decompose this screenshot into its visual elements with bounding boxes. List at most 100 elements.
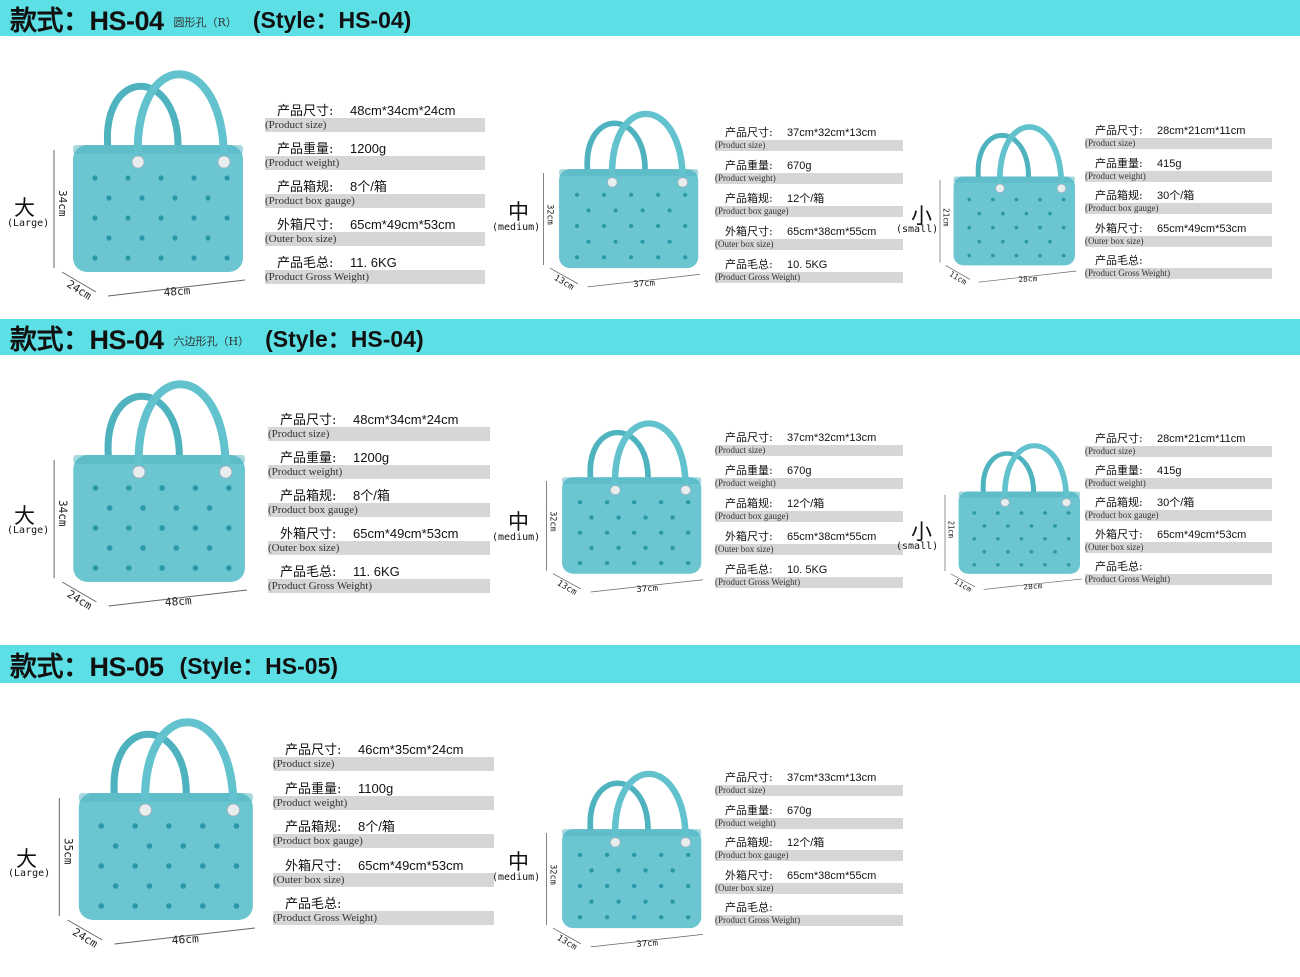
- hex-hole: [604, 852, 610, 857]
- spec-row: 产品尺寸:48cm*34cm*24cm(Product size): [265, 100, 485, 138]
- spec-english-label: (Product Gross Weight): [265, 270, 485, 284]
- spec-english-label: (Product size): [273, 757, 494, 771]
- hex-hole: [670, 868, 676, 873]
- hex-hole: [1005, 550, 1010, 554]
- spec-english-label: (Outer box size): [715, 239, 903, 250]
- spec-value: 37cm*32cm*13cm: [787, 127, 877, 139]
- spec-label: 产品尺寸:: [1095, 124, 1143, 137]
- hex-hole: [125, 485, 132, 491]
- spec-line: 外箱尺寸:65cm*49cm*53cm: [1085, 220, 1272, 236]
- width-dimension-label: 37cm: [636, 584, 658, 595]
- spec-english-label: (Product weight): [273, 795, 494, 810]
- spec-line: 外箱尺寸:65cm*49cm*53cm: [265, 214, 485, 233]
- hex-hole: [658, 561, 664, 566]
- round-hole: [601, 224, 607, 229]
- dimension-lines: [546, 481, 703, 593]
- round-hole: [613, 239, 618, 244]
- spec-label: 产品重量:: [725, 159, 773, 172]
- rivet-button: [995, 183, 1005, 193]
- hex-hole: [1066, 511, 1071, 515]
- spec-line: 产品重量:670g: [715, 462, 903, 478]
- width-dimension-label: 37cm: [636, 939, 658, 950]
- spec-line: 产品毛总:: [1085, 252, 1272, 268]
- spec-list: 产品尺寸:37cm*32cm*13cm(Product size)产品重量:67…: [715, 429, 903, 594]
- size-label-cn: 大: [14, 504, 35, 528]
- bag-body: [559, 169, 699, 269]
- round-hole: [977, 211, 982, 216]
- spec-value: 65cm*49cm*53cm: [353, 526, 459, 541]
- hex-hole: [98, 863, 105, 869]
- spec-line: 外箱尺寸:65cm*49cm*53cm: [268, 523, 490, 542]
- spec-english-label: (Product box gauge): [715, 206, 903, 217]
- round-hole: [683, 224, 688, 229]
- hex-hole: [159, 485, 166, 491]
- spec-label: 外箱尺寸:: [725, 868, 773, 882]
- spec-list: 产品尺寸:37cm*32cm*13cm(Product size)产品重量:67…: [715, 124, 903, 289]
- front-handle: [611, 420, 689, 491]
- spec-line: 产品毛总:: [715, 899, 903, 915]
- spec-value: 11. 6KG: [353, 564, 400, 579]
- width-dimension-label: 28cm: [1018, 274, 1038, 284]
- rivet-button: [1000, 498, 1010, 507]
- hex-hole: [577, 500, 583, 505]
- round-hole: [224, 175, 230, 181]
- spec-line: 产品箱规:8个/箱: [265, 176, 485, 195]
- height-dimension-label: 32cm: [547, 511, 557, 531]
- round-hole: [667, 208, 672, 213]
- spec-row: 产品毛总:11. 6KG(Product Gross Weight): [268, 561, 490, 599]
- hex-hole: [206, 545, 213, 551]
- round-hole: [1024, 211, 1029, 216]
- spec-english-label: (Product size): [1085, 446, 1272, 457]
- hex-hole: [1042, 537, 1048, 541]
- spec-english-label: (Product Gross Weight): [715, 915, 903, 926]
- back-handle: [587, 430, 651, 482]
- spec-line: 外箱尺寸:65cm*38cm*55cm: [715, 528, 903, 544]
- spec-english-label: (Product Gross Weight): [715, 577, 903, 588]
- size-label-cn: 大: [14, 196, 35, 220]
- depth-dimension-label: 11cm: [948, 269, 969, 287]
- rivet-button: [607, 177, 618, 188]
- round-hole: [92, 255, 98, 261]
- spec-english-label: (Product size): [715, 140, 903, 151]
- round-hole: [601, 255, 607, 260]
- spec-row: 产品尺寸:37cm*32cm*13cm(Product size): [715, 429, 903, 462]
- spec-row: 外箱尺寸:65cm*49cm*53cm(Outer box size): [1085, 526, 1272, 558]
- round-hole: [1014, 253, 1019, 258]
- hex-hole: [98, 903, 105, 909]
- hex-hole: [658, 852, 664, 857]
- size-label-cn: 中: [508, 200, 529, 224]
- spec-label: 产品尺寸:: [725, 431, 773, 444]
- spec-value: 65cm*49cm*53cm: [1157, 529, 1247, 541]
- spec-value: 48cm*34cm*24cm: [353, 412, 459, 427]
- spec-value: 1200g: [353, 450, 390, 465]
- hex-hole: [106, 545, 113, 551]
- spec-row: 外箱尺寸:65cm*49cm*53cm(Outer box size): [265, 214, 485, 252]
- hex-hole: [1052, 524, 1058, 528]
- spec-english-label: (Product Gross Weight): [1085, 574, 1272, 585]
- round-hole: [656, 255, 661, 260]
- spec-english-label: (Product Gross Weight): [1085, 268, 1272, 279]
- size-label-cn: 小: [911, 520, 932, 544]
- size-label-en: (Large): [8, 868, 51, 879]
- spec-value: 65cm*38cm*55cm: [787, 226, 877, 238]
- spec-english-label: (Product box gauge): [1085, 510, 1272, 521]
- spec-value: 12个/箱: [787, 498, 825, 510]
- style-title: 款式：HS-05: [10, 651, 164, 682]
- spec-row: 外箱尺寸:65cm*38cm*55cm(Outer box size): [715, 528, 903, 561]
- round-hole: [158, 215, 164, 221]
- front-handle: [608, 111, 686, 183]
- spec-label: 外箱尺寸:: [277, 218, 334, 233]
- spec-english-label: (Outer box size): [265, 232, 485, 246]
- spec-row: 产品毛总:(Product Gross Weight): [1085, 252, 1272, 285]
- hex-hole: [180, 883, 187, 889]
- spec-label: 产品箱规:: [1095, 496, 1143, 509]
- hex-hole: [658, 500, 664, 505]
- rivet-button: [610, 485, 621, 495]
- hex-hole: [132, 863, 139, 869]
- hex-hole: [199, 863, 206, 869]
- spec-line: 产品重量:415g: [1085, 155, 1272, 171]
